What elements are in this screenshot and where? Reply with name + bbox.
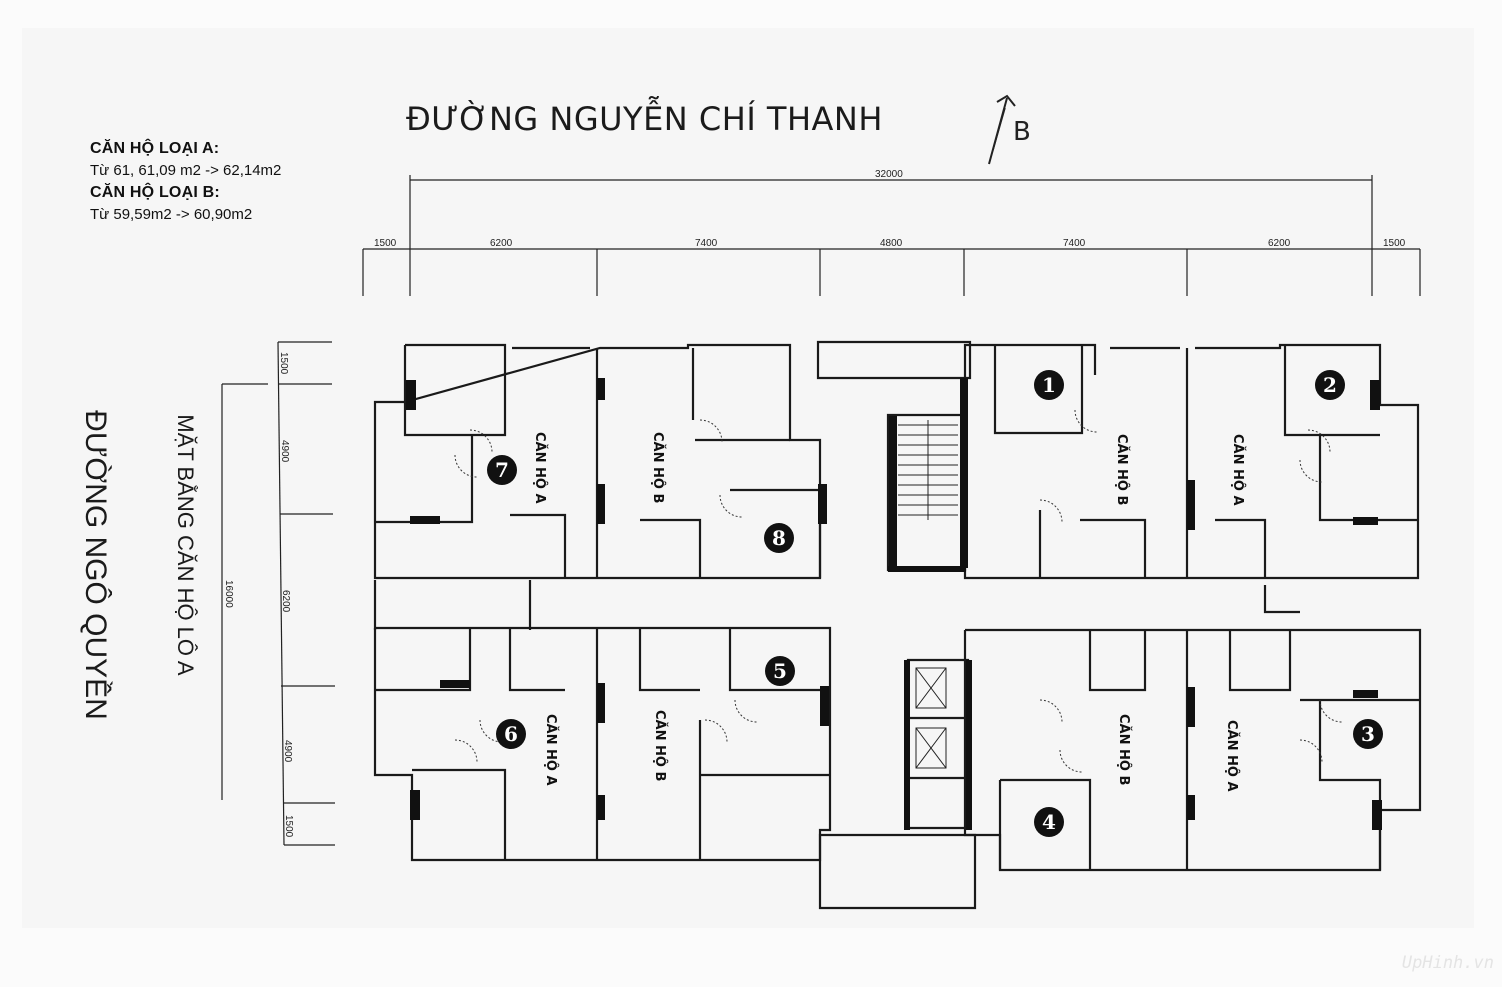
svg-text:7: 7 [495,458,509,482]
unit-6: 6 CĂN HỘ A [496,714,559,786]
svg-text:4900: 4900 [282,740,293,763]
unit-7: 7 CĂN HỘ A [487,432,548,504]
svg-text:1: 1 [1042,373,1056,397]
svg-text:CĂN HỘ A: CĂN HỘ A [543,714,559,786]
svg-text:7400: 7400 [1063,238,1086,249]
svg-text:4900: 4900 [279,440,290,463]
staircase [898,420,958,520]
type-a-heading: CĂN HỘ LOẠI A: [90,140,220,157]
svg-text:CĂN HỘ B: CĂN HỘ B [652,710,668,781]
svg-text:4800: 4800 [880,238,903,249]
north-arrow-icon: B [988,94,1031,165]
unit-1: 1 CĂN HỘ B [1034,370,1130,505]
svg-text:CĂN HỘ A: CĂN HỘ A [1224,720,1240,792]
type-b-range: Từ 59,59m2 -> 60,90m2 [90,206,253,223]
door-swings [454,409,1343,773]
unit-4: 4 CĂN HỘ B [1034,714,1132,837]
watermark: UpHinh.vn [1401,953,1494,973]
svg-text:6200: 6200 [1268,238,1291,249]
svg-text:CĂN HỘ B: CĂN HỘ B [650,432,666,503]
building-walls [373,340,1422,910]
svg-text:CĂN HỘ A: CĂN HỘ A [532,432,548,504]
svg-text:4: 4 [1042,810,1056,834]
unit-3: 3 CĂN HỘ A [1224,719,1383,792]
street-label-top: ĐƯỜNG NGUYỄN CHÍ THANH [406,100,883,138]
vertical-dimensions [221,341,335,846]
apartment-area-legend: CĂN HỘ LOẠI A: Từ 61, 61,09 m2 -> 62,14m… [90,138,281,226]
svg-text:CĂN HỘ B: CĂN HỘ B [1116,714,1132,785]
elevator-shafts [915,667,947,769]
scan-area [22,28,1474,928]
svg-text:3: 3 [1361,722,1375,746]
svg-text:1500: 1500 [374,238,397,249]
svg-text:CĂN HỘ A: CĂN HỘ A [1230,434,1246,506]
svg-text:6200: 6200 [280,590,291,613]
horizontal-dimensions [362,175,1421,296]
svg-text:7400: 7400 [695,238,718,249]
svg-text:1500: 1500 [278,352,289,375]
type-a-range: Từ 61, 61,09 m2 -> 62,14m2 [90,162,282,179]
svg-text:1500: 1500 [1383,238,1406,249]
svg-text:2: 2 [1323,373,1337,397]
svg-text:CĂN HỘ B: CĂN HỘ B [1114,434,1130,505]
unit-5: 5 CĂN HỘ B [652,656,795,781]
structural-columns [406,378,1382,830]
svg-text:6: 6 [504,722,518,746]
svg-text:5: 5 [773,659,787,683]
type-b-heading: CĂN HỘ LOẠI B: [90,184,220,201]
svg-text:6200: 6200 [490,238,513,249]
svg-text:8: 8 [772,526,786,550]
north-label: B [1013,117,1031,147]
unit-8: 8 CĂN HỘ B [650,432,794,553]
svg-text:1500: 1500 [283,815,294,838]
dim-overall-depth: 16000 [223,580,234,608]
unit-2: 2 CĂN HỘ A [1230,370,1345,506]
dim-overall-width: 32000 [875,169,903,180]
